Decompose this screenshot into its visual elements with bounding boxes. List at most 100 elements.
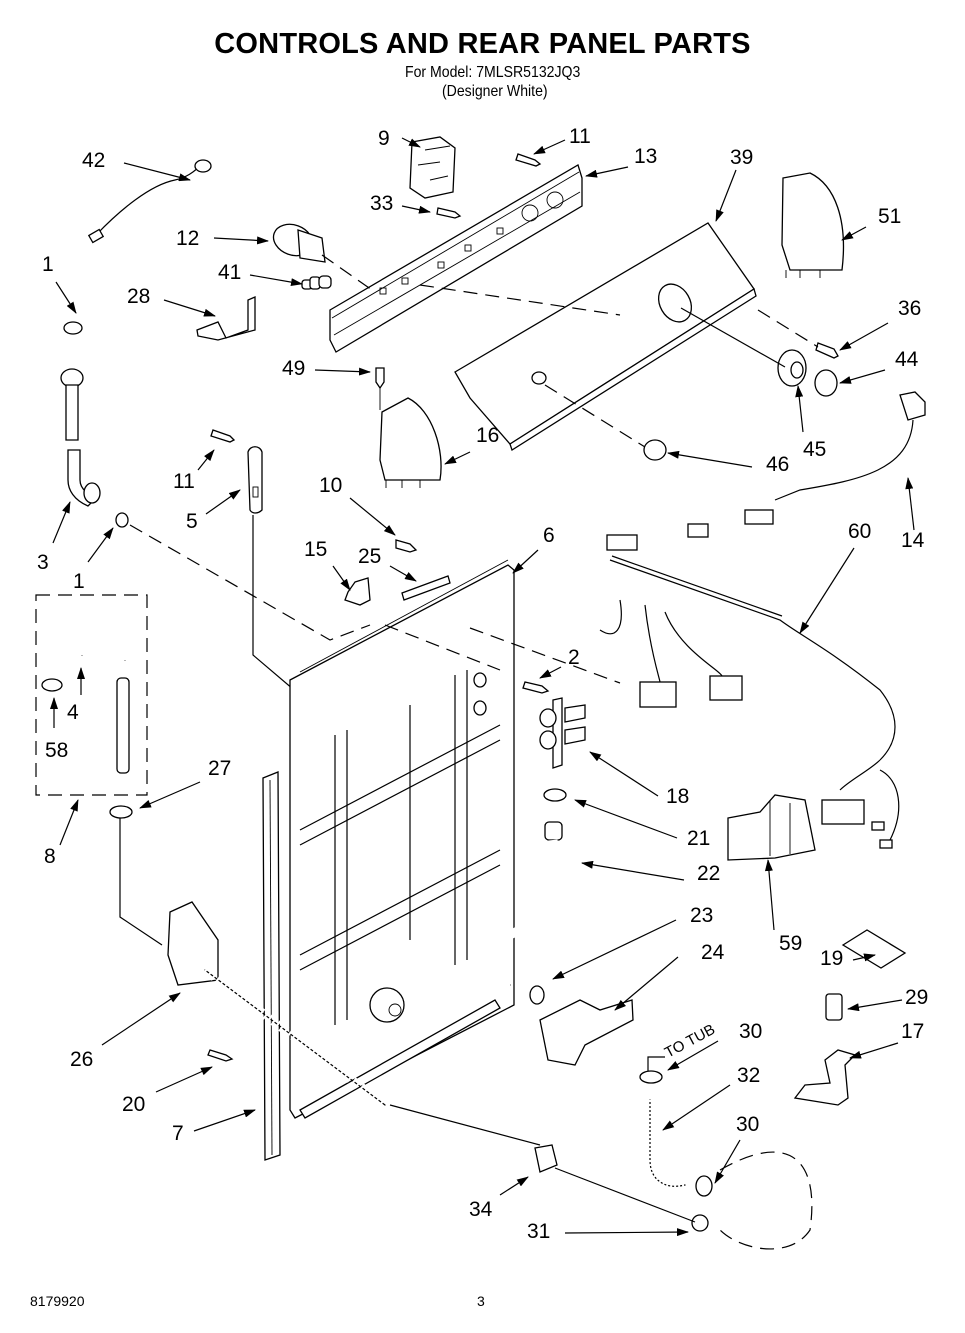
callout-side-trim: 7: [172, 1109, 256, 1145]
inlet-hose-drawing: [481, 821, 563, 990]
callout-screw-switch: 33: [370, 192, 431, 215]
callout-screw-side: 20: [122, 1066, 213, 1116]
side-trim-drawing: [262, 771, 281, 1161]
variant-line: (Designer White): [441, 83, 548, 100]
callout-number: 5: [186, 510, 198, 533]
leader-arrow: [444, 451, 471, 465]
callout-washer-fill: 1: [73, 527, 114, 593]
callout-clamp-tub-hose-bottom: 30: [714, 1113, 759, 1184]
leader-arrow: [155, 1066, 213, 1093]
leader-arrow: [581, 860, 685, 881]
washer-top-drawing: [63, 321, 83, 335]
callout-wiring-diagram: 19: [820, 947, 876, 970]
callout-timer-switch: 9: [378, 127, 421, 150]
screw-switch-drawing: [436, 207, 462, 219]
callout-rear-panel: 6: [512, 524, 555, 574]
leader-arrow: [552, 919, 677, 980]
callout-wire-harness: 60: [799, 520, 871, 634]
document-number: 8179920: [30, 1293, 85, 1309]
callout-inlet-hose: 22: [581, 860, 720, 885]
leader-arrow: [87, 527, 114, 563]
rear-panel-drawing: [289, 559, 621, 1119]
leader-arrow: [839, 322, 889, 351]
leader-arrow: [841, 226, 867, 241]
fill-hose-drawing: [60, 368, 101, 507]
callout-shield: 59: [764, 859, 802, 955]
callout-capacitor: 29: [847, 986, 928, 1012]
callout-switch-knob-bushing: 41: [218, 261, 303, 287]
siphon-break-drawing: [539, 999, 634, 1066]
callout-tub-hose: 32: [662, 1064, 760, 1131]
knob-switch-drawing: [544, 384, 667, 461]
callout-number: 21: [687, 827, 710, 850]
callout-cord-clip: 15: [304, 538, 351, 591]
callout-ground-wire: 42: [82, 149, 191, 182]
leader-arrow: [715, 169, 737, 222]
leader-arrow: [795, 385, 804, 433]
screw-side-drawing: [207, 1049, 234, 1062]
callout-number: 22: [697, 862, 720, 885]
page-title: CONTROLS AND REAR PANEL PARTS: [214, 28, 751, 60]
callout-screw-valve: 2: [539, 646, 580, 679]
callout-siphon-break: 24: [614, 941, 725, 1011]
callout-number: 11: [569, 125, 591, 148]
leader-arrow: [349, 497, 396, 536]
timer-drawing: [272, 223, 373, 291]
clamp-siphon-drawing: [529, 985, 545, 1005]
cord-clip-drawing: [344, 577, 371, 606]
callout-number: 23: [690, 904, 713, 927]
leader-arrow: [714, 1139, 741, 1184]
wire-harness-drawing: [599, 523, 900, 849]
leader-arrow: [564, 1228, 689, 1237]
leader-arrow: [197, 449, 215, 471]
callout-number: 8: [44, 845, 56, 868]
callout-number: 46: [766, 453, 789, 476]
callout-clamp-inlet: 21: [574, 799, 710, 850]
callout-number: 45: [803, 438, 826, 461]
callout-end-cap-right: 51: [841, 205, 901, 241]
leader-arrow: [839, 369, 886, 384]
leader-arrow: [847, 999, 903, 1012]
page-number: 3: [477, 1293, 485, 1309]
callout-number: 10: [319, 474, 342, 497]
leader-arrow: [101, 992, 181, 1046]
knob-timer-drawing: [814, 369, 838, 397]
to-tub-note: TO TUB: [662, 1021, 718, 1062]
callout-number: 36: [898, 297, 921, 320]
callout-number: 13: [634, 145, 657, 168]
model-subtitle: For Model: 7MLSR5132JQ3 (Designer White): [405, 63, 580, 101]
leader-arrow: [389, 565, 417, 582]
callout-number: 16: [476, 424, 499, 447]
callout-clip-bracket: 28: [127, 285, 216, 317]
callout-clamp-tub-hose-top: 30: [667, 1020, 762, 1071]
leader-arrow: [163, 299, 216, 317]
wiring-diagram-drawing: [841, 929, 907, 969]
end-cap-left-drawing: [379, 397, 442, 488]
callout-number: 41: [218, 261, 241, 284]
callout-number: 3: [37, 551, 49, 574]
screw-rear-panel-drawing: [395, 539, 418, 553]
callout-number: 59: [779, 932, 802, 955]
leader-arrow: [614, 956, 679, 1011]
leader-arrow: [849, 1042, 899, 1059]
callout-number: 2: [568, 646, 580, 669]
capacitor-drawing: [825, 993, 843, 1021]
callout-number: 28: [127, 285, 150, 308]
callout-screw-rear-panel: 10: [319, 474, 396, 536]
leader-arrow: [764, 859, 775, 931]
callout-strap: 5: [186, 489, 241, 533]
leader-arrow: [401, 137, 421, 148]
leader-arrow: [667, 450, 753, 468]
callout-clamp-drain-hose: 34: [469, 1176, 529, 1221]
callout-screw-end-cap-left: 49: [282, 357, 371, 380]
leader-arrow: [401, 205, 431, 214]
callout-number: 18: [666, 785, 689, 808]
leader-arrow: [205, 489, 241, 515]
callout-end-cap-left: 16: [444, 424, 499, 465]
console-bracket-drawing: [329, 164, 583, 353]
callout-number: 6: [543, 524, 555, 547]
callout-channel: 25: [358, 545, 417, 582]
ground-wire-drawing: [87, 159, 212, 244]
